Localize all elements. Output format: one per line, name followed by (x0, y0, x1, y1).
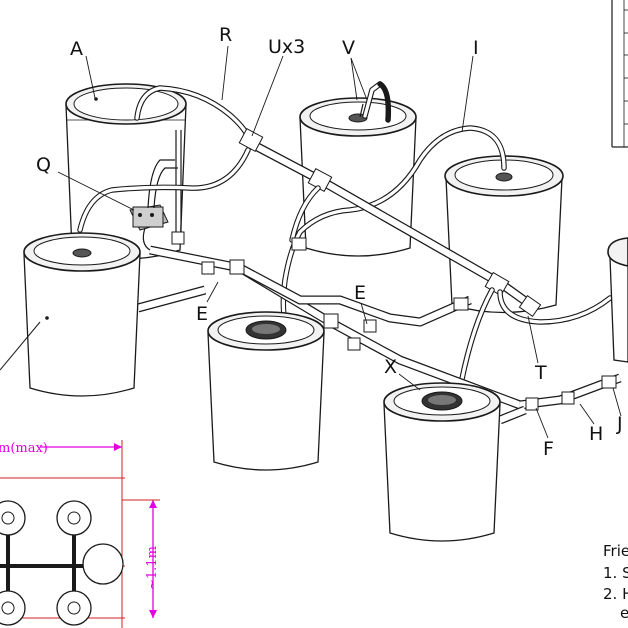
footprint-plan: m(max) ~1.1m (0, 440, 160, 628)
dimension-width-label: m(max) (0, 441, 48, 456)
title-block-table (611, 0, 628, 148)
notes-block: Frie 1. S 2. H e (603, 542, 628, 622)
label-Q: Q (36, 154, 51, 176)
label-I: I (473, 37, 479, 59)
drain-pipes (136, 237, 622, 425)
feed-tube-I (280, 125, 507, 333)
label-E-middle: E (354, 282, 366, 304)
bucket-left-front (0, 232, 141, 397)
label-R: R (219, 24, 232, 46)
label-J: J (616, 413, 623, 435)
note-line-2: 1. S (603, 564, 628, 582)
label-F: F (543, 438, 554, 460)
bucket-middle-front (207, 311, 325, 471)
label-A: A (70, 38, 83, 60)
label-E-left: E (196, 303, 208, 325)
bucket-X (383, 382, 501, 542)
return-tube-R (134, 85, 253, 143)
note-line-1: Frie (603, 542, 628, 560)
manifold-pipe (238, 128, 613, 403)
note-line-3: 2. H (603, 585, 628, 603)
bucket-right-back (444, 155, 564, 314)
label-T: T (534, 362, 547, 384)
label-U: Ux3 (268, 36, 305, 58)
feed-tube-V (77, 81, 392, 233)
dimension-height-label: ~1.1m (145, 546, 160, 590)
leader-lines (57, 45, 622, 439)
bucket-far-right (607, 237, 628, 363)
label-H: H (589, 423, 603, 445)
label-V: V (342, 37, 355, 59)
pump-Q (129, 159, 178, 251)
note-line-4: e (620, 604, 628, 622)
label-X: X (384, 356, 397, 378)
